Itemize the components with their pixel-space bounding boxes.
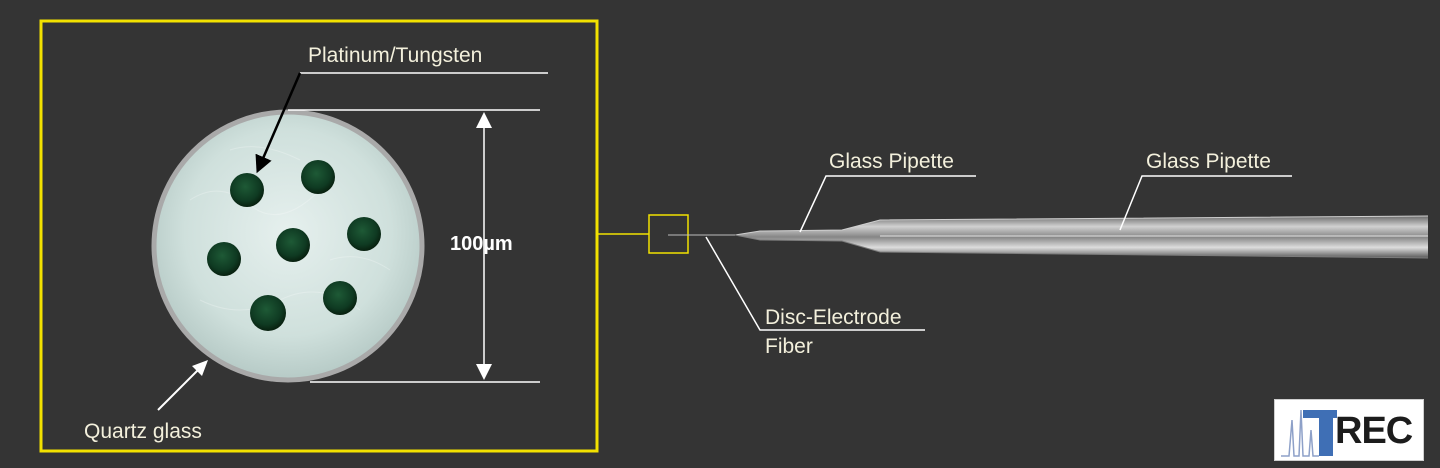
platinum-arrow-icon [255,72,302,174]
scale-label: 100µm [450,233,513,255]
electrode-dot [276,228,310,262]
electrode-dot [301,160,335,194]
electrode-dot [347,217,381,251]
electrode-dot [323,281,357,315]
glass-pipette-1-leader [799,175,976,233]
glass-pipette-label-1: Glass Pipette [829,150,954,173]
disc-electrode-label: Disc-Electrode [765,306,902,329]
glass-pipette-2-leader [1119,175,1292,231]
disc-electrode-leader [705,236,925,331]
trec-logo-icon: REC [1274,399,1424,461]
glass-pipette [734,215,1429,259]
quartz-arrow-icon [157,360,208,411]
dimension-arrow-icon [476,112,492,380]
fiber-label: Fiber [765,335,813,358]
zoom-target-square [648,214,689,254]
logo-text: REC [1335,410,1413,452]
cross-section [151,109,425,383]
logo-graphic [1281,409,1337,457]
electrode-dot [230,173,264,207]
zoom-frame [39,19,599,453]
electrode-dot [207,242,241,276]
platinum-tungsten-label: Platinum/Tungsten [308,44,483,67]
quartz-glass-label: Quartz glass [84,420,202,443]
glass-pipette-label-2: Glass Pipette [1146,150,1271,173]
electrode-dot [250,295,286,331]
